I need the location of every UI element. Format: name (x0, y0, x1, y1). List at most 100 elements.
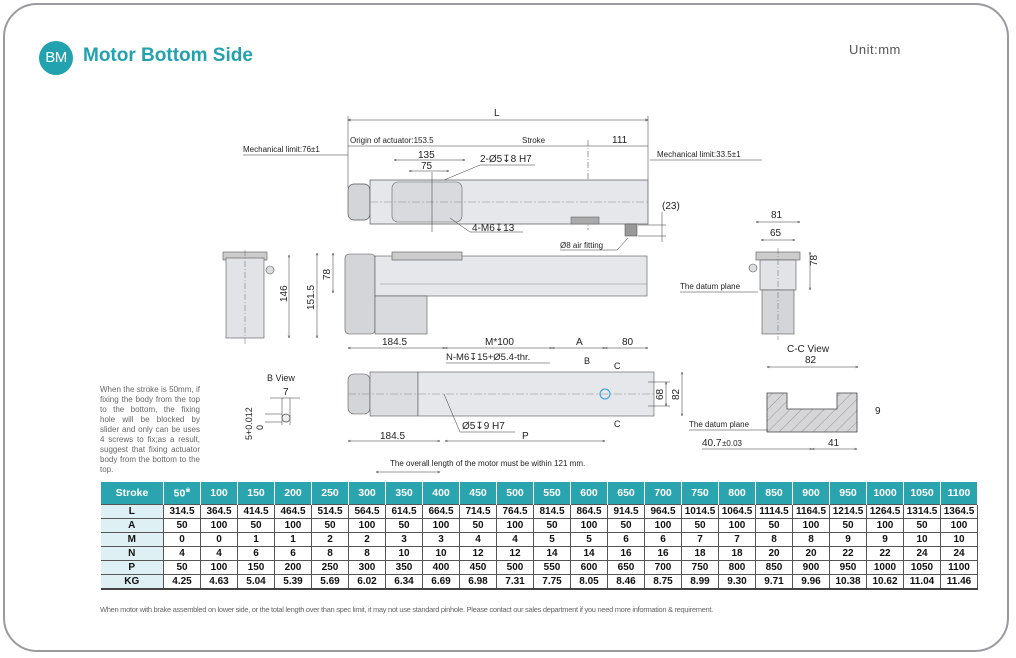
b-marker: B (584, 356, 590, 366)
table-cell: 2 (348, 532, 386, 547)
table-cell: 614.5 (385, 504, 423, 519)
table-cell: 8 (311, 546, 349, 561)
table-cell: 10 (422, 546, 460, 561)
table-cell: 8 (348, 546, 386, 561)
dim-P: P (522, 431, 529, 442)
table-cell: 16 (607, 546, 645, 561)
table-cell: 14 (570, 546, 608, 561)
table-cell: 1014.5 (681, 504, 719, 519)
table-cell: 5 (570, 532, 608, 547)
table-cell: 4 (459, 532, 497, 547)
table-cell: 9.96 (792, 574, 830, 590)
table-cell: 1 (274, 532, 312, 547)
table-cell: 500 (496, 560, 534, 575)
table-cell: 8.46 (607, 574, 645, 590)
table-cell: 100 (496, 518, 534, 533)
table-cell: 1100 (940, 560, 978, 575)
table-cell: 100 (644, 518, 682, 533)
technical-drawing: L Origin of actuator:153.5 Stroke 111 Me… (222, 108, 881, 480)
bottom-view: 184.5 M*100 A 80 N-M6↧15+Ø5.4-thr. B C C… (348, 337, 682, 472)
table-cell: 8 (792, 532, 830, 547)
table-cell: 4 (200, 546, 238, 561)
table-cell: 600 (570, 560, 608, 575)
table-cell: 50 (385, 518, 423, 533)
table-cell: 5.69 (311, 574, 349, 590)
table-cell: 664.5 (422, 504, 460, 519)
table-cell: 3 (385, 532, 423, 547)
unit-label: Unit:mm (849, 42, 901, 57)
cc-dim-9: 9 (875, 406, 881, 417)
table-cell: 764.5 (496, 504, 534, 519)
mech-limit-left: Mechanical limit:76±1 (243, 145, 320, 154)
table-cell: 100 (200, 518, 238, 533)
table-cell: 914.5 (607, 504, 645, 519)
cc-tolerance: ±0.03 (722, 439, 743, 448)
header-stroke: Stroke (100, 482, 164, 505)
table-cell: 750 (681, 560, 719, 575)
table-cell: 200 (274, 560, 312, 575)
table-cell: 1000 (866, 560, 904, 575)
row-label: P (100, 560, 164, 575)
header-stroke-1000: 1000 (866, 482, 904, 505)
header-stroke-1050: 1050 (903, 482, 941, 505)
table-cell: 100 (866, 518, 904, 533)
footer-note: When motor with brake assembled on lower… (100, 605, 713, 614)
table-cell: 11.46 (940, 574, 978, 590)
table-cell: 7.75 (533, 574, 571, 590)
header-stroke-700: 700 (644, 482, 682, 505)
table-cell: 864.5 (570, 504, 608, 519)
table-cell: 1114.5 (755, 504, 793, 519)
table-cell: 800 (718, 560, 756, 575)
table-cell: 450 (459, 560, 497, 575)
table-cell: 20 (755, 546, 793, 561)
dim-A: A (576, 337, 583, 348)
table-cell: 0 (163, 532, 201, 547)
table-cell: 11.04 (903, 574, 941, 590)
table-cell: 6.69 (422, 574, 460, 590)
dim-23: (23) (662, 201, 680, 212)
table-cell: 314.5 (163, 504, 201, 519)
dim-80: 80 (622, 337, 634, 348)
table-cell: 964.5 (644, 504, 682, 519)
table-cell: 20 (792, 546, 830, 561)
dim-146: 146 (279, 285, 290, 302)
b-view-tolerance: 5+0.012 (244, 407, 254, 440)
cc-datum-label: The datum plane (689, 420, 750, 429)
table-cell: 24 (940, 546, 978, 561)
table-cell: 414.5 (237, 504, 275, 519)
table-cell: 24 (903, 546, 941, 561)
table-cell: 9 (866, 532, 904, 547)
dim-82-bottom: 82 (671, 388, 682, 400)
table-cell: 9.30 (718, 574, 756, 590)
table-cell: 18 (681, 546, 719, 561)
table-cell: 8.99 (681, 574, 719, 590)
table-cell: 1214.5 (829, 504, 867, 519)
table-cell: 10 (385, 546, 423, 561)
table-cell: 700 (644, 560, 682, 575)
header-stroke-100: 100 (200, 482, 238, 505)
table-cell: 50 (237, 518, 275, 533)
table-cell: 4 (496, 532, 534, 547)
dim-111: 111 (612, 135, 628, 146)
dim-68: 68 (655, 388, 666, 400)
dim-151-5: 151.5 (306, 285, 317, 310)
dim-75: 75 (421, 161, 433, 172)
table-cell: 1050 (903, 560, 941, 575)
top-view: L Origin of actuator:153.5 Stroke 111 Me… (243, 108, 762, 251)
table-cell: 10.62 (866, 574, 904, 590)
table-cell: 22 (829, 546, 867, 561)
table-cell: 50 (163, 518, 201, 533)
table-cell: 9 (829, 532, 867, 547)
dim-m100: M*100 (485, 337, 514, 348)
header-stroke-500: 500 (496, 482, 534, 505)
table-cell: 4 (163, 546, 201, 561)
table-cell: 18 (718, 546, 756, 561)
stroke-note-mark: ※ (185, 487, 191, 494)
n-hole-callout: N-M6↧15+Ø5.4-thr. (446, 352, 530, 363)
table-cell: 100 (274, 518, 312, 533)
